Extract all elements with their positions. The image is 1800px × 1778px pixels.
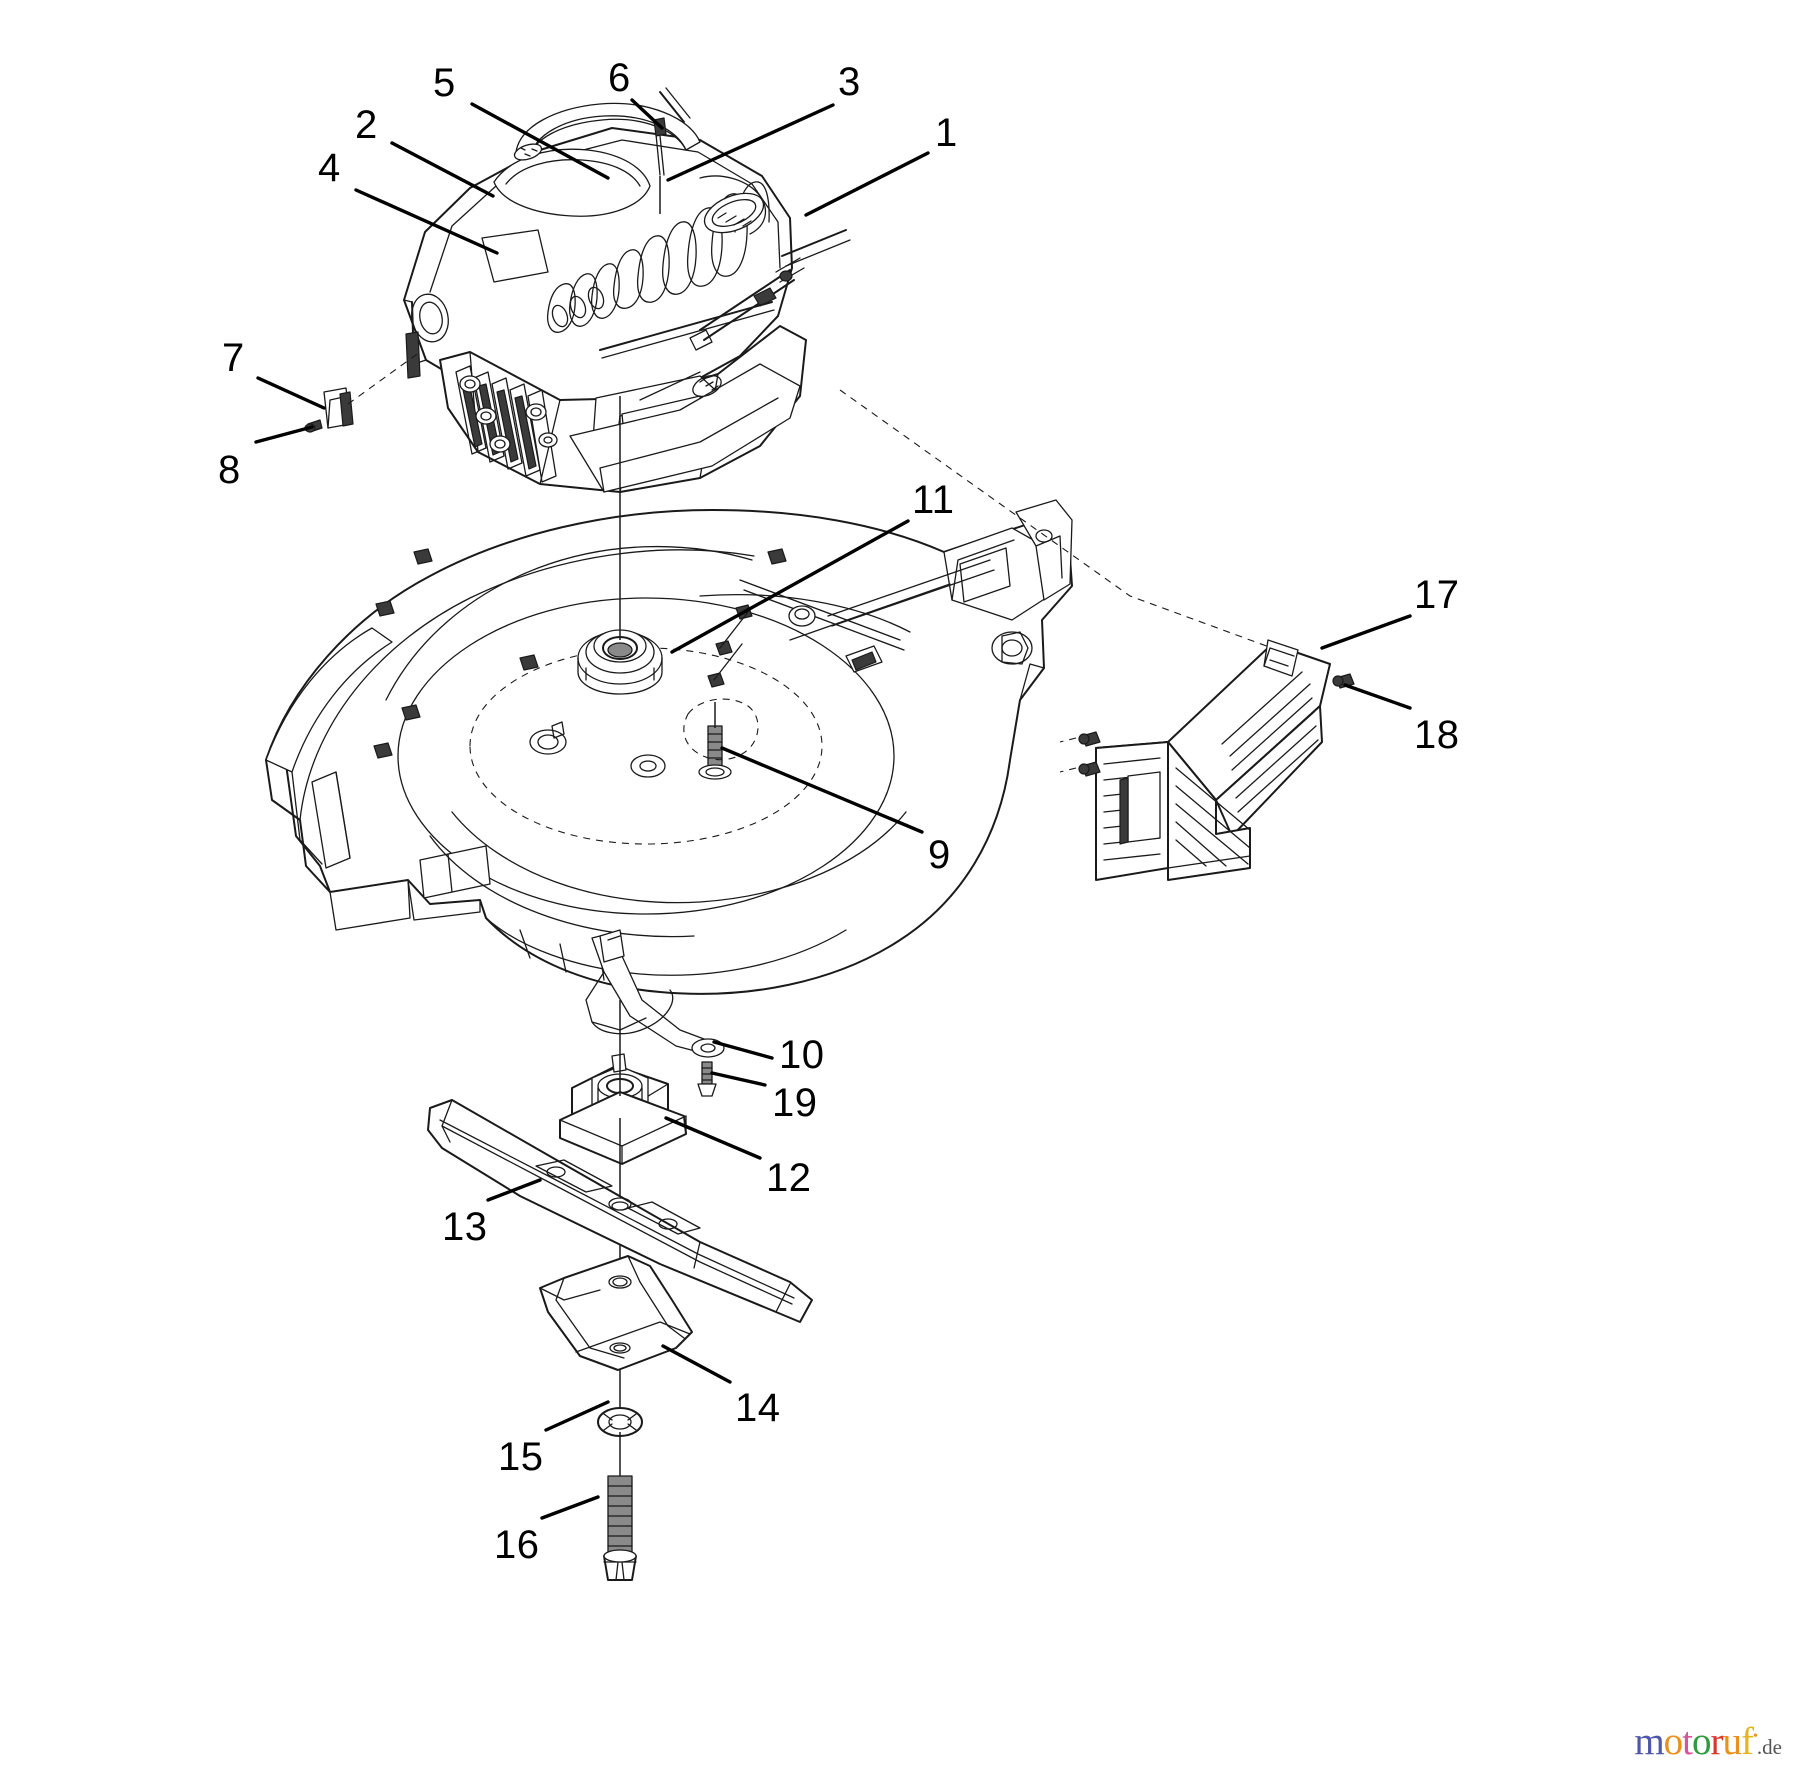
watermark-letter-o1: o: [1663, 1720, 1683, 1763]
part-7-clip: [323, 387, 354, 429]
callout-16: 16: [494, 1523, 540, 1567]
callout-7: 7: [222, 336, 245, 380]
callout-4: 4: [318, 146, 341, 190]
callout-11: 11: [912, 478, 955, 522]
callout-13: 13: [442, 1205, 488, 1249]
watermark-accent-dot: •: [1753, 1729, 1758, 1744]
part-16-bolt: [603, 1432, 637, 1581]
deck-bolts: [373, 548, 787, 759]
watermark-letter-t: t: [1682, 1720, 1693, 1763]
part-18-screws: [1078, 673, 1355, 777]
callout-6: 6: [608, 56, 631, 100]
callout-15: 15: [498, 1435, 544, 1479]
watermark-suffix: .de: [1756, 1735, 1782, 1759]
watermark-letter-m: m: [1634, 1720, 1664, 1763]
motoruf-watermark: motoruf•.de: [1634, 1719, 1782, 1764]
blade-assembly: [427, 929, 813, 1581]
watermark-letter-o2: o: [1692, 1720, 1711, 1763]
callout-17: 17: [1414, 573, 1460, 617]
callout-18: 18: [1414, 713, 1460, 757]
callout-leader-lines: [254, 98, 1412, 1520]
callout-9: 9: [928, 833, 951, 877]
callout-3: 3: [838, 60, 861, 104]
callout-5: 5: [433, 61, 456, 105]
callout-19: 19: [772, 1081, 818, 1125]
watermark-letter-r: r: [1710, 1720, 1724, 1763]
part-15-washer: [597, 1407, 643, 1437]
callout-2: 2: [355, 103, 378, 147]
callout-1: 1: [935, 111, 958, 155]
engine-assembly: [403, 87, 851, 493]
grass-plug-louvers: [1221, 671, 1319, 813]
callout-14: 14: [735, 1386, 781, 1430]
rear-grass-plug: [1059, 639, 1355, 881]
callout-12: 12: [766, 1156, 812, 1200]
part-8-screw: [304, 419, 323, 433]
part-12-blade-adapter: [559, 1053, 687, 1165]
part-13-blade: [427, 1099, 813, 1323]
callout-10: 10: [779, 1033, 825, 1077]
spindle-housing: [577, 629, 663, 695]
watermark-letter-f: f: [1741, 1720, 1754, 1763]
part-19-bolt: [697, 1061, 717, 1097]
watermark-letter-u: u: [1722, 1720, 1742, 1763]
part-9-bolt: [698, 702, 732, 780]
callout-8: 8: [218, 448, 241, 492]
part-14-stiffener: [539, 1255, 693, 1371]
